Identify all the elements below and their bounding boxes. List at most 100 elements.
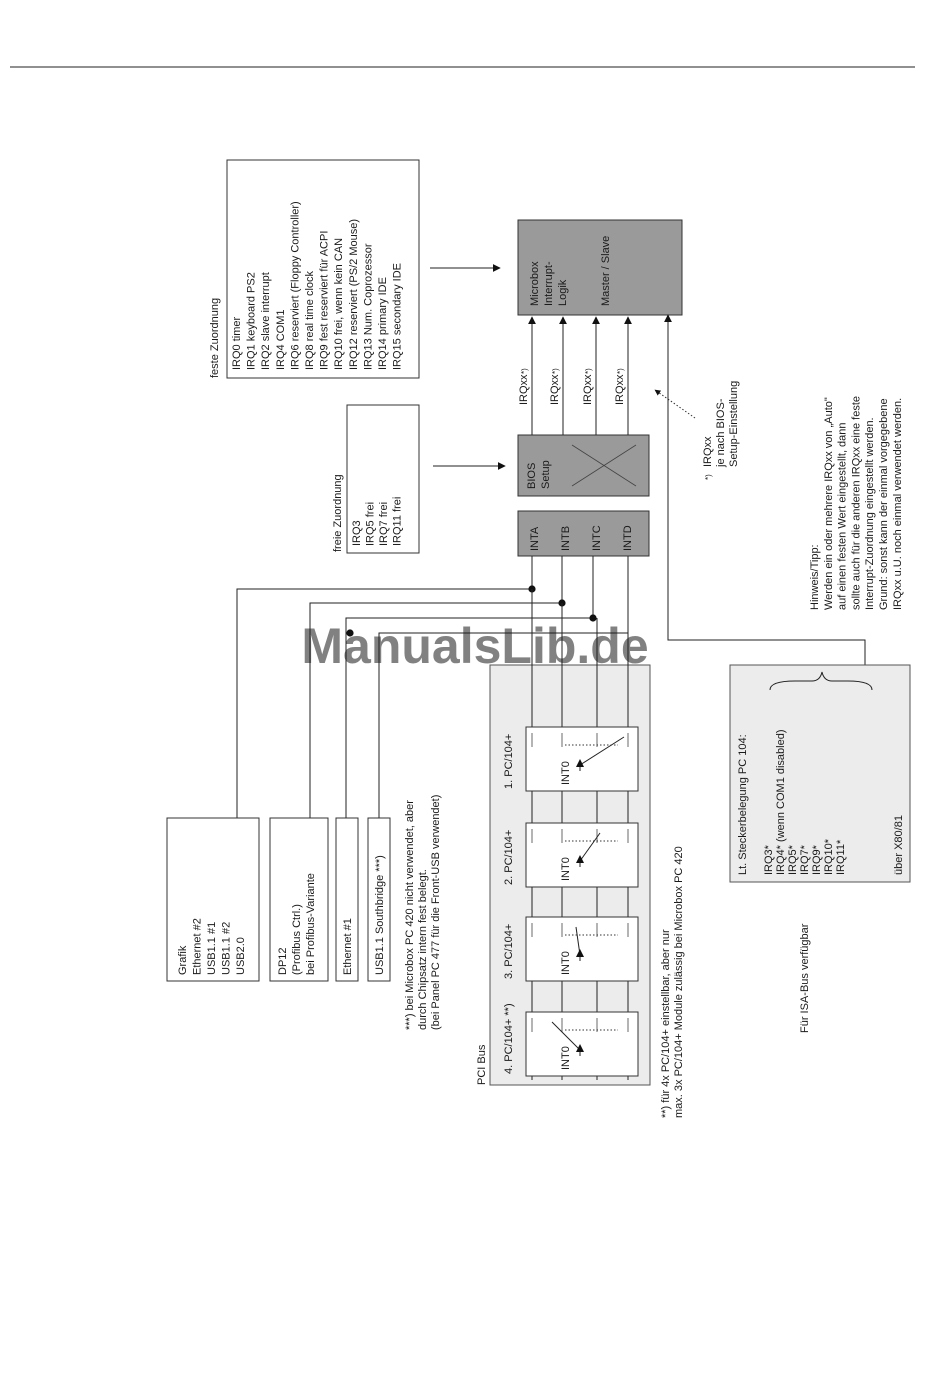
int-pin-label: INTC bbox=[591, 525, 603, 551]
pci-module-label: 4. PC/104+ **) bbox=[503, 1003, 515, 1074]
free-assignment-box bbox=[346, 404, 420, 554]
isa-irq-list: IRQ3*IRQ4* (wenn COM1 disabled)IRQ5*IRQ7… bbox=[737, 729, 905, 875]
wire-grafik bbox=[236, 588, 532, 818]
grafik-line: Ethernet #2 bbox=[192, 918, 204, 975]
tip-line: sollte auch für die anderen IRQxx eine f… bbox=[850, 396, 862, 610]
isa-caption: Für ISA-Bus verfügbar bbox=[799, 923, 811, 1033]
pci-module-box bbox=[525, 916, 639, 982]
irq-line-label: IRQxx bbox=[549, 374, 561, 405]
irq-note-line: je nach BIOS- bbox=[715, 398, 727, 468]
free-assignment-line: IRQ3 bbox=[351, 520, 363, 546]
device-wiring bbox=[236, 585, 628, 818]
watermark: ManualsLib.de bbox=[301, 618, 648, 674]
irq-line-label: IRQxx bbox=[582, 374, 594, 405]
module-arrow-icon bbox=[576, 949, 584, 957]
microbox-label-line: Microbox bbox=[529, 261, 541, 306]
dp12-device-label: DP12(Profibus Ctrl.)bei Profibus-Variant… bbox=[277, 873, 317, 975]
module-switch-line bbox=[551, 1021, 581, 1051]
fixed-assignment-line: IRQ6 reserviert (Floppy Controller) bbox=[289, 201, 301, 370]
irq-note-line: IRQxx bbox=[702, 436, 714, 467]
irq-arrow-group bbox=[528, 316, 632, 435]
module-int-label: INT0 bbox=[560, 1046, 572, 1070]
grafik-device-box bbox=[166, 817, 260, 982]
ethernet1-line: Ethernet #1 bbox=[342, 918, 354, 975]
microbox-label-line: Interrupt- bbox=[543, 261, 555, 306]
int-pin-label: INTD bbox=[622, 525, 634, 551]
int-pin-connectors bbox=[531, 556, 629, 633]
southbridge-note-line: (bei Panel PC 477 für die Front-USB verw… bbox=[430, 795, 442, 1030]
irq-note-marker: *) bbox=[704, 474, 713, 480]
tip-text: Hinweis/Tipp:Werden ein oder mehrere IRQ… bbox=[809, 396, 904, 610]
irq-star-mark: *) bbox=[520, 368, 529, 374]
fixed-assignment-line: IRQ0 timer bbox=[231, 316, 243, 370]
grafik-line: USB2.0 bbox=[235, 937, 247, 975]
pci-note-line: max. 3x PC/104+ Module zulässig bei Micr… bbox=[673, 846, 685, 1118]
pci-note: **) für 4x PC/104+ einstellbar, aber nur… bbox=[660, 846, 685, 1118]
isa-brace bbox=[769, 671, 873, 691]
bios-setup-line: BIOS bbox=[526, 463, 538, 489]
junction-intc bbox=[589, 614, 597, 622]
module-arrow-icon bbox=[576, 759, 584, 767]
southbridge-note-line: durch Chipsatz intern fest belegt. bbox=[417, 869, 429, 1030]
fixed-assignment-line: IRQ10 frei, wenn kein CAN bbox=[333, 238, 345, 370]
fixed-assignment-line: IRQ2 slave interrupt bbox=[260, 272, 272, 370]
microbox-mode-label: Master / Slave bbox=[600, 236, 612, 306]
pci-note-line: **) für 4x PC/104+ einstellbar, aber nur bbox=[660, 929, 672, 1118]
tip-line: Grund: sonst kann der einmal vorgegebene bbox=[878, 398, 890, 610]
isa-irq-line: IRQ3* bbox=[763, 844, 775, 875]
pci-bus-label: PCI Bus bbox=[476, 1044, 488, 1085]
usb-southbridge-line: USB1.1 Southbridge ***) bbox=[374, 855, 386, 975]
irq-star-mark: *) bbox=[551, 368, 560, 374]
tip-line: Interrupt-Zuordnung eingestellt werden. bbox=[864, 417, 876, 610]
module-arrow-icon bbox=[576, 855, 584, 863]
irq-star-mark: *) bbox=[616, 368, 625, 374]
grafik-line: USB1.1 #2 bbox=[221, 922, 233, 975]
fixed-assignment-line: IRQ9 fest reserviert für ACPI bbox=[319, 231, 331, 370]
tip-line: Hinweis/Tipp: bbox=[809, 544, 821, 610]
module-switch-line bbox=[579, 736, 625, 766]
dp12-device-box bbox=[269, 817, 329, 982]
pci-module-box bbox=[525, 726, 639, 792]
usb-southbridge-device-label: USB1.1 Southbridge ***) bbox=[374, 855, 386, 975]
irq-label-group: IRQxx*)IRQxx*)IRQxx*)IRQxx*) bbox=[518, 368, 626, 405]
fixed-assignment-line: IRQ1 keyboard PS2 bbox=[246, 272, 258, 370]
grafik-line: Grafik bbox=[177, 945, 189, 975]
free-assignment-title: freie Zuordnung bbox=[332, 474, 344, 552]
isa-irq-line: IRQ9* bbox=[811, 844, 823, 875]
module-int-label: INT0 bbox=[560, 761, 572, 785]
isa-irq-line: IRQ11* bbox=[835, 839, 847, 875]
ethernet1-device-box bbox=[335, 817, 359, 982]
tip-line: auf einen festen Wert eingestellt, dann bbox=[837, 422, 849, 610]
bios-setup-box bbox=[517, 434, 650, 497]
module-arrow-icon bbox=[576, 1044, 584, 1052]
isa-to-microbox-line bbox=[664, 314, 866, 665]
grafik-line: USB1.1 #1 bbox=[206, 922, 218, 975]
tip-line: IRQxx u.U. noch einmal verwendet werden. bbox=[892, 398, 904, 610]
int-pin-label: INTB bbox=[560, 526, 572, 551]
pci-module-label: 2. PC/104+ bbox=[503, 830, 515, 885]
irq-note-arrow bbox=[654, 389, 696, 419]
usb-southbridge-device-box bbox=[367, 817, 391, 982]
fixed-assignment-title: feste Zuordnung bbox=[209, 298, 221, 378]
pci-module: INT0 bbox=[525, 822, 639, 888]
isa-box bbox=[729, 664, 911, 883]
isa-irq-line: IRQ7* bbox=[799, 844, 811, 875]
pci-module-box bbox=[525, 1011, 639, 1077]
isa-irq-line: IRQ4* (wenn COM1 disabled) bbox=[775, 729, 787, 875]
microbox-interrupt-logic-box bbox=[517, 219, 683, 316]
southbridge-note-line: ***) bei Microbox PC 420 nicht verwendet… bbox=[404, 800, 416, 1030]
wire-eth1 bbox=[345, 617, 593, 818]
fixed-assignment-line: IRQ4 COM1 bbox=[275, 309, 287, 370]
fixed-assignment-line: IRQ8 real time clock bbox=[304, 270, 316, 370]
free-assignment-line: IRQ5 frei bbox=[365, 502, 377, 546]
wire-usb-south bbox=[378, 632, 628, 818]
fixed-assignment-line: IRQ12 reserviert (PS/2 Mouse) bbox=[348, 219, 360, 370]
southbridge-note: ***) bei Microbox PC 420 nicht verwendet… bbox=[404, 795, 442, 1030]
